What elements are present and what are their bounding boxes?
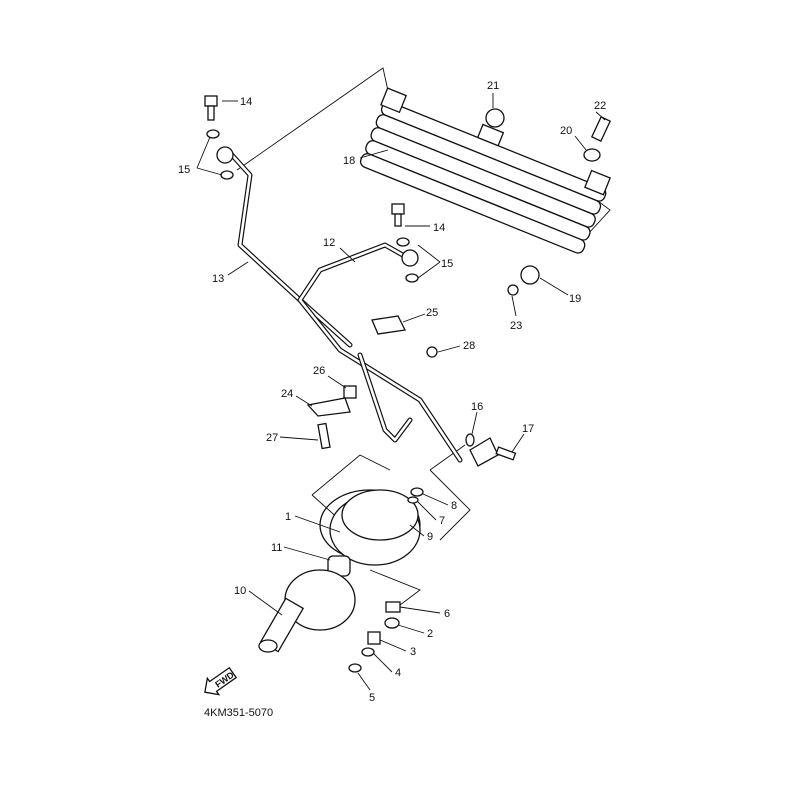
callout-6: 6 bbox=[444, 608, 450, 620]
callout-26: 26 bbox=[313, 365, 325, 377]
o-ring-16[interactable] bbox=[465, 433, 475, 447]
oil-pipe-12[interactable] bbox=[297, 242, 463, 463]
callout-20: 20 bbox=[560, 125, 572, 137]
callout-25: 25 bbox=[426, 307, 438, 319]
union-13[interactable] bbox=[216, 146, 234, 164]
forward-arrow-icon: FWD bbox=[204, 666, 238, 696]
gasket-15[interactable] bbox=[206, 129, 220, 139]
callout-15: 15 bbox=[178, 164, 190, 176]
callout-17: 17 bbox=[522, 423, 534, 435]
clamp-25[interactable] bbox=[371, 315, 406, 335]
callout-11: 11 bbox=[271, 542, 282, 554]
callout-18: 18 bbox=[343, 155, 355, 167]
callout-5: 5 bbox=[369, 692, 375, 704]
callout-labels: 14 15 13 12 14 15 21 22 20 18 19 23 25 2… bbox=[178, 80, 606, 704]
gasket-15[interactable] bbox=[405, 273, 419, 283]
callout-4: 4 bbox=[395, 667, 401, 679]
clamp-24[interactable] bbox=[306, 397, 351, 417]
callout-23: 23 bbox=[510, 320, 522, 332]
oil-pipe-13[interactable] bbox=[229, 152, 353, 348]
collar-23[interactable] bbox=[507, 284, 519, 296]
o-ring-7[interactable] bbox=[407, 496, 419, 504]
callout-9: 9 bbox=[427, 531, 433, 543]
damper-26[interactable] bbox=[343, 385, 357, 399]
callout-7: 7 bbox=[439, 515, 445, 527]
callout-14: 14 bbox=[433, 222, 445, 234]
grommet-21[interactable] bbox=[485, 108, 505, 128]
spring-3[interactable] bbox=[367, 631, 381, 645]
grommet-19[interactable] bbox=[520, 265, 540, 285]
bolt-14-upper[interactable] bbox=[204, 95, 218, 121]
callout-8: 8 bbox=[451, 500, 457, 512]
callout-24: 24 bbox=[281, 388, 293, 400]
callout-14: 14 bbox=[240, 96, 252, 108]
callout-16: 16 bbox=[471, 401, 483, 413]
nut-28[interactable] bbox=[426, 346, 438, 358]
gasket-2[interactable] bbox=[384, 617, 400, 629]
valve-4[interactable] bbox=[361, 647, 375, 657]
callout-22: 22 bbox=[594, 100, 606, 112]
gasket-15[interactable] bbox=[396, 237, 410, 247]
cooler-housing-1[interactable] bbox=[329, 489, 421, 566]
callout-leaders bbox=[196, 93, 606, 691]
callout-12: 12 bbox=[323, 237, 335, 249]
callout-2: 2 bbox=[427, 628, 433, 640]
hose-joint[interactable] bbox=[357, 352, 413, 443]
callout-28: 28 bbox=[463, 340, 475, 352]
union-12[interactable] bbox=[401, 249, 419, 267]
callout-10: 10 bbox=[234, 585, 246, 597]
bolt-22[interactable] bbox=[590, 116, 612, 142]
union-bolt-10[interactable] bbox=[258, 597, 305, 653]
callout-13: 13 bbox=[212, 273, 224, 285]
gasket-15[interactable] bbox=[220, 170, 234, 180]
bolt-14-lower[interactable] bbox=[391, 203, 405, 227]
callout-27: 27 bbox=[266, 432, 278, 444]
diagram-code: 4KM351-5070 bbox=[204, 707, 273, 719]
callout-3: 3 bbox=[410, 646, 416, 658]
callout-15: 15 bbox=[441, 258, 453, 270]
o-ring-8[interactable] bbox=[410, 487, 424, 497]
bolt-17[interactable] bbox=[495, 446, 517, 461]
plug-6[interactable] bbox=[385, 601, 401, 613]
washer-5[interactable] bbox=[348, 663, 362, 673]
bolt-27[interactable] bbox=[317, 422, 331, 450]
oil-cooler[interactable] bbox=[357, 86, 613, 255]
collar-20[interactable] bbox=[583, 148, 601, 162]
callout-19: 19 bbox=[569, 293, 581, 305]
callout-21: 21 bbox=[487, 80, 499, 92]
callout-1: 1 bbox=[285, 511, 291, 523]
